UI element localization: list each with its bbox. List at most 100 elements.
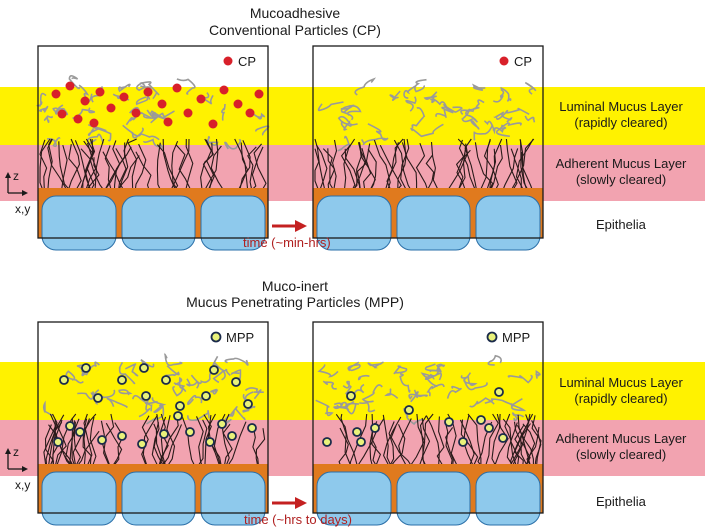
bottom-title-line2: Mucus Penetrating Particles (MPP) — [186, 294, 404, 310]
top-luminal-label-1: Luminal Mucus Layer — [559, 99, 683, 114]
mpp-particle — [141, 391, 151, 401]
bottom-section: Muco-inert Mucus Penetrating Particles (… — [0, 278, 705, 527]
cp-particle — [89, 118, 99, 128]
bottom-time-label: time (~hrs to days) — [244, 512, 352, 527]
bottom-adherent-label-1: Adherent Mucus Layer — [556, 431, 687, 446]
mpp-particle — [81, 363, 91, 373]
cp-particle — [143, 87, 153, 97]
mpp-legend-dot-right — [486, 331, 498, 343]
top-adherent-label-2: (slowly cleared) — [576, 172, 666, 187]
mpp-particle — [93, 393, 103, 403]
cp-particle — [95, 87, 105, 97]
mpp-particle — [97, 435, 107, 445]
top-epithelia-label: Epithelia — [596, 217, 647, 232]
top-title-line2: Conventional Particles (CP) — [209, 22, 381, 38]
top-section: Mucoadhesive Conventional Particles (CP)… — [0, 5, 705, 251]
mpp-particle — [476, 415, 486, 425]
bottom-luminal-label-2: (rapidly cleared) — [574, 391, 667, 406]
cp-particle — [131, 108, 141, 118]
bottom-adherent-label-2: (slowly cleared) — [576, 447, 666, 462]
mpp-particle — [117, 375, 127, 385]
top-adherent-label-1: Adherent Mucus Layer — [556, 156, 687, 171]
mpp-particle — [243, 399, 253, 409]
epithelial-cells-top-right — [313, 188, 543, 251]
mpp-particle — [209, 365, 219, 375]
mpp-particle — [117, 431, 127, 441]
mpp-particle — [444, 417, 454, 427]
cp-particle — [119, 92, 129, 102]
cp-particle — [80, 96, 90, 106]
mpp-particle — [53, 437, 63, 447]
cp-particle — [219, 85, 229, 95]
cp-legend-dot-left — [223, 56, 233, 66]
cp-particle — [51, 89, 61, 99]
cp-particle — [208, 119, 218, 129]
top-time-label: time (~min-hrs) — [243, 235, 331, 250]
mpp-particle — [231, 377, 241, 387]
top-luminal-label-2: (rapidly cleared) — [574, 115, 667, 130]
cp-legend-label-left: CP — [238, 54, 256, 69]
mpp-particle — [201, 391, 211, 401]
mpp-particle — [356, 437, 366, 447]
mpp-particle — [404, 405, 414, 415]
bottom-luminal-label-1: Luminal Mucus Layer — [559, 375, 683, 390]
epithelial-cells-top-left — [38, 188, 268, 251]
top-title-line1: Mucoadhesive — [250, 5, 340, 21]
mpp-particle — [65, 421, 75, 431]
cp-particle — [163, 117, 173, 127]
cp-particle — [183, 108, 193, 118]
mpp-particle — [185, 427, 195, 437]
luminal-fibers-top-right — [317, 77, 537, 152]
cp-particle — [57, 109, 67, 119]
mpp-particle — [161, 375, 171, 385]
particles-bottom-right — [322, 387, 508, 447]
mpp-particle — [458, 437, 468, 447]
mpp-particle — [137, 439, 147, 449]
cp-particle — [157, 99, 167, 109]
epithelial-cells-bottom-left — [38, 464, 268, 526]
particles-bottom-left — [53, 363, 257, 449]
mpp-particle — [205, 437, 215, 447]
bottom-time-arrow — [272, 497, 307, 509]
cp-legend-dot-right — [499, 56, 509, 66]
mpp-legend-label-right: MPP — [502, 330, 530, 345]
cp-legend-label-right: CP — [514, 54, 532, 69]
mpp-particle — [75, 427, 85, 437]
epithelial-cells-bottom-right — [313, 464, 543, 526]
cp-particle — [172, 83, 182, 93]
mpp-legend-label-left: MPP — [226, 330, 254, 345]
mpp-particle — [322, 437, 332, 447]
bottom-title-line1: Muco-inert — [262, 278, 328, 294]
cp-particle — [233, 99, 243, 109]
bottom-right-panel — [312, 321, 544, 526]
mpp-particle — [370, 423, 380, 433]
mpp-particle — [175, 401, 185, 411]
mpp-particle — [59, 375, 69, 385]
mpp-particle — [217, 419, 227, 429]
top-time-arrow — [272, 220, 307, 232]
cp-particle — [106, 103, 116, 113]
mpp-particle — [346, 391, 356, 401]
bottom-axis-xy-label: x,y — [15, 478, 30, 492]
top-axis-z-label: z — [13, 169, 19, 183]
mpp-particle — [139, 363, 149, 373]
cp-particle — [196, 94, 206, 104]
mpp-legend-dot-left — [210, 331, 222, 343]
bottom-axis-icon — [5, 448, 28, 472]
mpp-particle — [173, 411, 183, 421]
bottom-axis-z-label: z — [13, 445, 19, 459]
particles-top-left — [51, 81, 264, 129]
cp-particle — [73, 114, 83, 124]
mpp-particle — [247, 423, 257, 433]
cp-particle — [65, 81, 75, 91]
adherent-fibers-top-left — [39, 138, 267, 195]
mpp-particle — [498, 433, 508, 443]
top-left-panel — [36, 45, 270, 251]
mpp-particle — [484, 423, 494, 433]
mpp-particle — [494, 387, 504, 397]
top-axis-xy-label: x,y — [15, 202, 30, 216]
cp-particle — [254, 89, 264, 99]
bottom-left-panel — [37, 321, 269, 526]
bottom-epithelia-label: Epithelia — [596, 494, 647, 509]
